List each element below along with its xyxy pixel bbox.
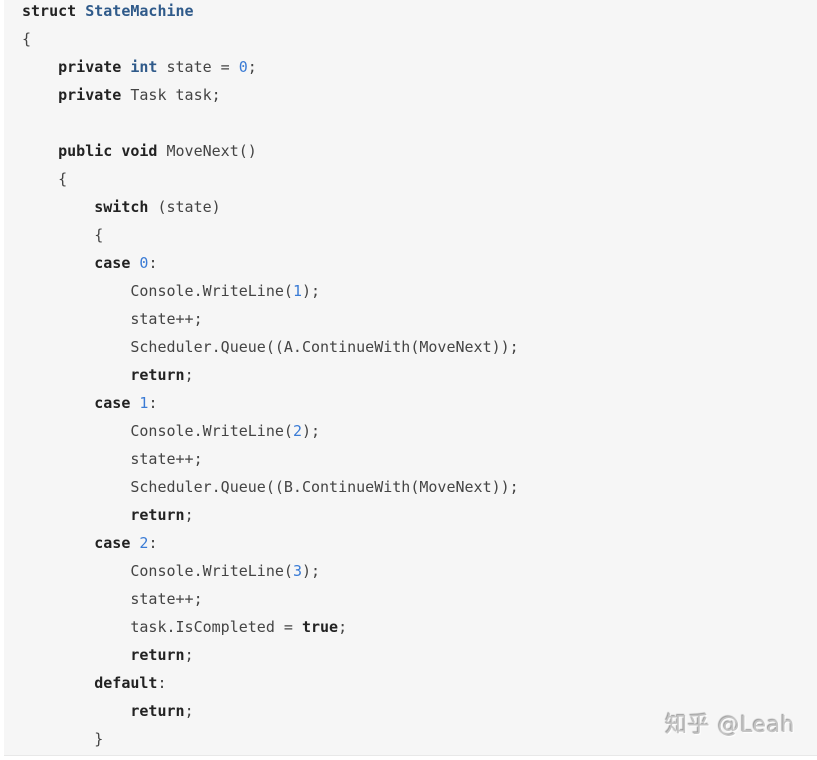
- code-keyword: return: [130, 506, 185, 524]
- code-text: [22, 198, 94, 216]
- code-text: (state): [148, 198, 221, 216]
- code-number: 0: [139, 254, 149, 272]
- code-text: ;: [184, 646, 194, 664]
- code-line: Console.WriteLine(3);: [22, 557, 519, 585]
- code-text: Scheduler.Queue((B.ContinueWith(MoveNext…: [22, 478, 519, 496]
- code-text: :: [148, 254, 158, 272]
- code-text: [22, 702, 130, 720]
- code-line: {: [22, 165, 519, 193]
- code-text: state++;: [22, 590, 203, 608]
- code-text: ;: [184, 702, 194, 720]
- code-text: [22, 254, 94, 272]
- code-text: state =: [157, 58, 239, 76]
- code-text: [22, 674, 94, 692]
- code-text: ;: [338, 618, 348, 636]
- code-line: state++;: [22, 305, 519, 333]
- code-keyword: case: [94, 254, 131, 272]
- code-text: Console.WriteLine(: [22, 282, 293, 300]
- code-keyword: private: [58, 58, 122, 76]
- code-keyword: void: [121, 142, 158, 160]
- code-line: switch (state): [22, 193, 519, 221]
- code-text: :: [157, 674, 167, 692]
- code-keyword: case: [94, 394, 131, 412]
- code-keyword: struct: [22, 2, 77, 20]
- code-text: ;: [247, 58, 257, 76]
- code-text: ;: [184, 506, 194, 524]
- code-line: return;: [22, 697, 519, 725]
- code-text: :: [148, 534, 158, 552]
- code-text: [22, 646, 130, 664]
- code-text: );: [301, 422, 321, 440]
- code-line: case 0:: [22, 249, 519, 277]
- code-text: Task task;: [121, 86, 221, 104]
- code-text: );: [301, 282, 321, 300]
- code-line: Console.WriteLine(2);: [22, 417, 519, 445]
- code-line: state++;: [22, 445, 519, 473]
- code-line: state++;: [22, 585, 519, 613]
- code-text: [112, 142, 121, 160]
- code-line: {: [22, 25, 519, 53]
- code-text: [22, 506, 130, 524]
- code-line: return;: [22, 641, 519, 669]
- code-block: struct StateMachine { private int state =…: [4, 0, 817, 756]
- code-number: 0: [238, 58, 248, 76]
- code-line: case 1:: [22, 389, 519, 417]
- code-keyword: private: [58, 86, 122, 104]
- code-text: task.IsCompleted =: [22, 618, 302, 636]
- code-text: Console.WriteLine(: [22, 422, 293, 440]
- code-text: state++;: [22, 450, 203, 468]
- code-number: 2: [139, 534, 149, 552]
- code-line: {: [22, 221, 519, 249]
- code-line: task.IsCompleted = true;: [22, 613, 519, 641]
- code-type: StateMachine: [85, 2, 194, 20]
- code-line: Scheduler.Queue((A.ContinueWith(MoveNext…: [22, 333, 519, 361]
- code-text: {: [22, 170, 68, 188]
- code-line: [22, 109, 519, 137]
- code-text: }: [22, 730, 104, 748]
- code-type: int: [130, 58, 158, 76]
- code-text: [22, 142, 58, 160]
- code-line: public void MoveNext(): [22, 137, 519, 165]
- watermark: 知乎 @Leah: [665, 713, 795, 738]
- code-text: {: [22, 226, 104, 244]
- code-text: MoveNext(): [157, 142, 257, 160]
- code-listing: struct StateMachine { private int state =…: [22, 0, 519, 753]
- code-keyword: return: [130, 702, 185, 720]
- code-text: {: [22, 30, 32, 48]
- code-keyword: switch: [94, 198, 149, 216]
- code-keyword: case: [94, 534, 131, 552]
- code-text: [22, 58, 58, 76]
- code-text: Scheduler.Queue((A.ContinueWith(MoveNext…: [22, 338, 519, 356]
- code-text: state++;: [22, 310, 203, 328]
- code-text: );: [301, 562, 321, 580]
- code-text: [76, 2, 85, 20]
- code-number: 1: [292, 282, 302, 300]
- code-line: Console.WriteLine(1);: [22, 277, 519, 305]
- code-text: [22, 366, 130, 384]
- code-keyword: return: [130, 366, 185, 384]
- code-number: 1: [139, 394, 149, 412]
- code-text: [22, 394, 94, 412]
- code-text: [22, 534, 94, 552]
- code-line: Scheduler.Queue((B.ContinueWith(MoveNext…: [22, 473, 519, 501]
- code-keyword: default: [94, 674, 158, 692]
- code-line: default:: [22, 669, 519, 697]
- code-text: [22, 86, 58, 104]
- code-number: 3: [292, 562, 302, 580]
- code-line: return;: [22, 501, 519, 529]
- code-number: 2: [292, 422, 302, 440]
- code-keyword: true: [301, 618, 339, 636]
- code-line: case 2:: [22, 529, 519, 557]
- code-text: :: [148, 394, 158, 412]
- code-text: Console.WriteLine(: [22, 562, 293, 580]
- code-line: return;: [22, 361, 519, 389]
- code-line: struct StateMachine: [22, 0, 519, 25]
- code-line: }: [22, 725, 519, 753]
- code-keyword: return: [130, 646, 185, 664]
- code-line: private int state = 0;: [22, 53, 519, 81]
- code-line: private Task task;: [22, 81, 519, 109]
- code-keyword: public: [58, 142, 113, 160]
- code-text: ;: [184, 366, 194, 384]
